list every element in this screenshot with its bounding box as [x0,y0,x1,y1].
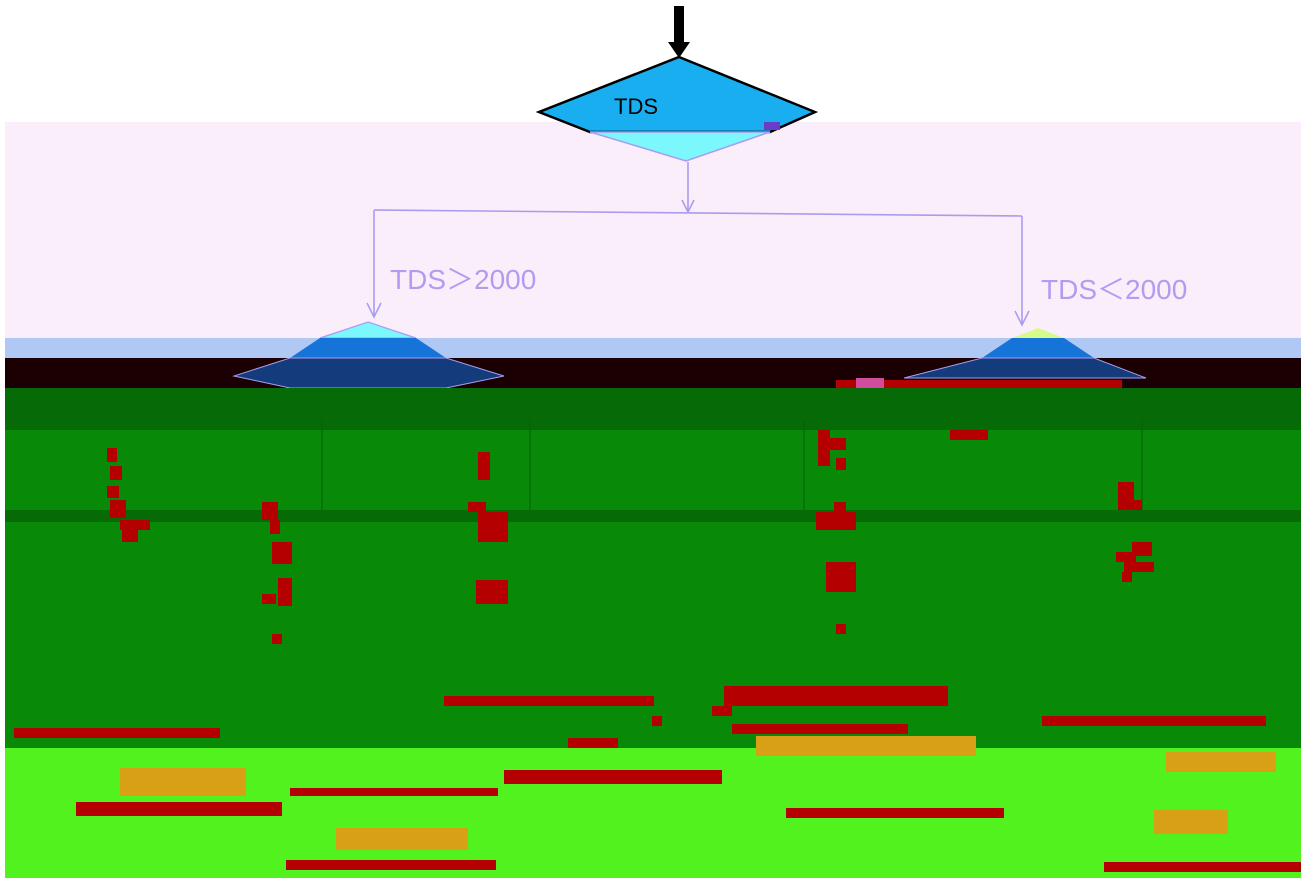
entry-arrow [668,6,690,58]
branch-condition-left: TDS＞2000 [390,264,537,295]
green-band-texture [5,388,1301,522]
background-band-pink [5,122,1301,338]
decision-diamond [535,55,819,162]
background-band-green [5,388,1301,748]
lime-band-artifacts [76,736,1301,872]
glitch-artifacts [14,430,1266,748]
arrowheads [366,199,1030,327]
connector-lines [373,162,1023,324]
decision-node-label: TDS [614,94,658,119]
branch-condition-right: TDS＜2000 [1041,274,1188,305]
